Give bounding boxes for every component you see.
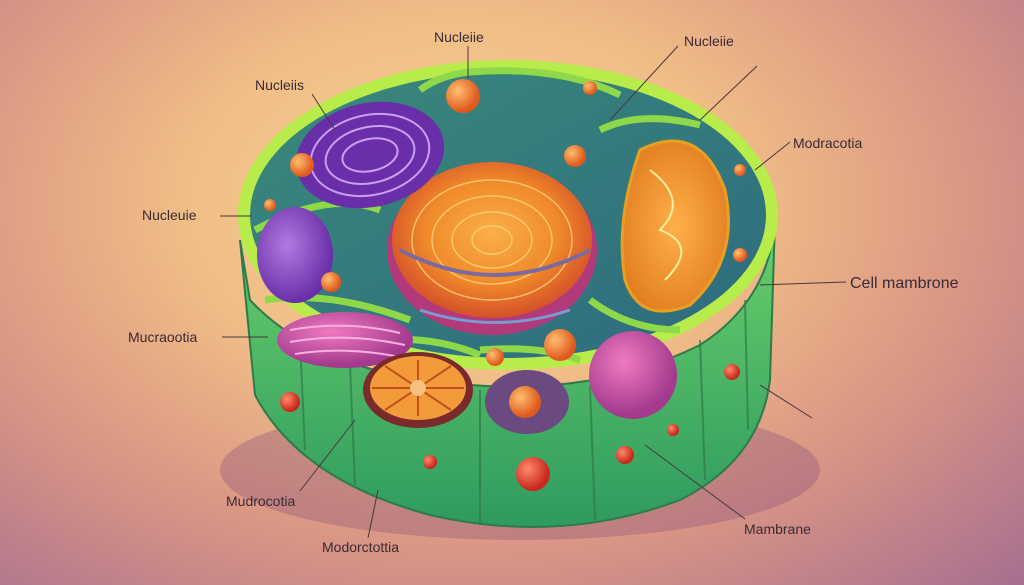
label-top-right: Nucleiie (684, 33, 734, 49)
nucleus (387, 162, 597, 335)
mitochondrion (620, 139, 730, 313)
label-bottom-right: Mambrane (744, 521, 811, 537)
ribosome-dots (264, 79, 747, 366)
wall-segments (299, 299, 749, 525)
vesicle-pink (589, 331, 677, 419)
lysosome (485, 370, 569, 434)
label-bottom-center: Modorctottia (322, 539, 399, 555)
label-left-mid: Nucleuie (142, 207, 197, 223)
wall-pores (280, 364, 740, 491)
leader-lines (220, 45, 847, 539)
label-bottom-left: Mudrocotia (226, 493, 295, 509)
label-left-lower: Mucraootia (128, 329, 197, 345)
organelle-slice (363, 352, 473, 428)
label-right-mid: Modracotia (793, 135, 862, 151)
label-right-big: Cell mambrone (850, 275, 959, 292)
label-upper-left: Nucleiis (255, 77, 304, 93)
er-pink (277, 312, 413, 368)
label-top-center: Nucleiie (434, 29, 484, 45)
vacuole-purple (257, 207, 333, 303)
